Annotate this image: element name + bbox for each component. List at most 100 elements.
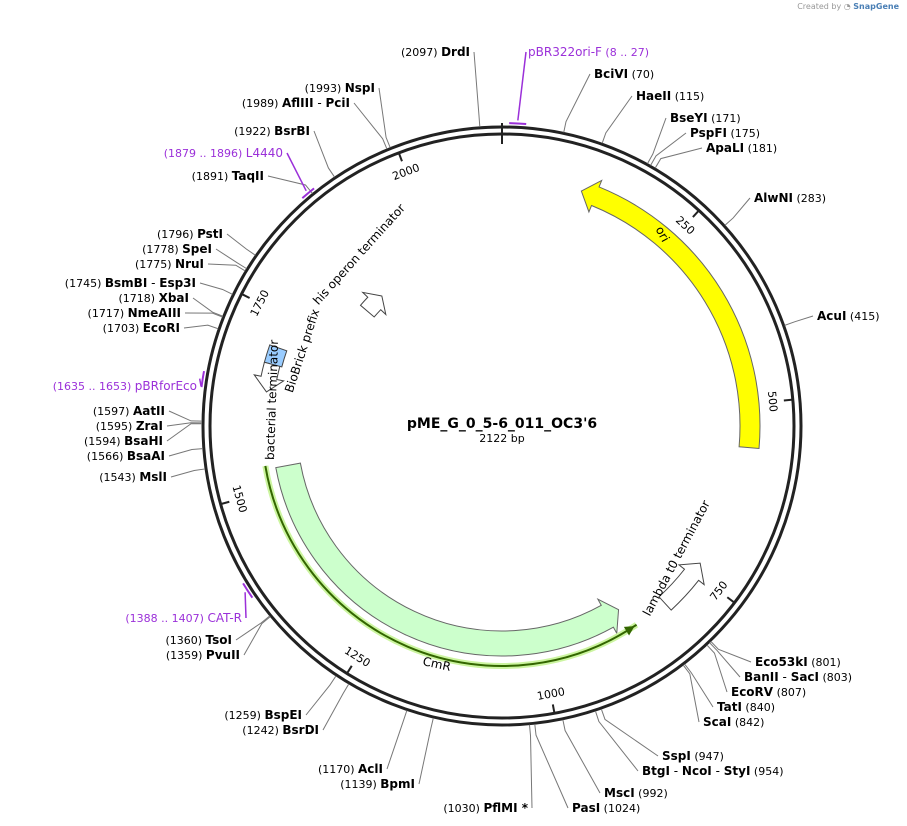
site-label: (1030) PflMI * <box>443 801 528 815</box>
site-leader <box>243 616 271 656</box>
site-position: (1259) <box>224 709 264 722</box>
site-position: (1242) <box>242 724 282 737</box>
site-name: TsoI <box>206 633 232 647</box>
site-name: Eco53kI <box>755 655 808 669</box>
site-position: (1030) <box>443 802 483 815</box>
site-name: PstI <box>197 227 223 241</box>
site-name: PasI <box>572 801 600 815</box>
site-leader <box>235 615 271 641</box>
site-name: TatI <box>717 700 742 714</box>
site-name: BspEI <box>264 708 302 722</box>
site-leader <box>562 719 601 794</box>
site-label: MscI (992) <box>604 786 668 800</box>
primer-label: (1635 .. 1653) pBRforEco <box>53 379 197 393</box>
primer-name: L4440 <box>246 146 283 160</box>
site-position: (803) <box>819 671 852 684</box>
feature-his-terminator <box>359 291 387 318</box>
feature-cmr <box>275 462 620 657</box>
site-name: BsmBI <box>105 276 147 290</box>
site-position: (992) <box>635 787 668 800</box>
plasmid-name: pME_G_0_5-6_011_OC3'6 <box>407 416 597 432</box>
ruler-tick <box>551 704 556 714</box>
site-position: (1775) <box>135 258 175 271</box>
site-name: BanII <box>744 670 779 684</box>
ruler-tick <box>726 596 736 604</box>
site-leader <box>166 423 203 442</box>
site-label: (1170) AclI <box>318 762 383 776</box>
site-position: (415) <box>846 310 879 323</box>
primer-mark <box>200 370 205 388</box>
site-position: (1543) <box>99 471 139 484</box>
site-label: (1703) EcoRI <box>103 321 180 335</box>
feature-bacterial-terminator <box>253 361 285 393</box>
site-position: (1595) <box>96 420 136 433</box>
site-name: BpmI <box>380 777 415 791</box>
site-position: (1170) <box>318 763 358 776</box>
site-label: (1796) PstI <box>157 227 223 241</box>
site-name: DrdI <box>441 45 470 59</box>
site-name: BtgI <box>642 764 670 778</box>
primer-range: (8 .. 27) <box>602 46 649 59</box>
site-position: (1360) <box>165 634 205 647</box>
site-leader <box>207 263 246 272</box>
site-name: PvuII <box>206 648 240 662</box>
site-separator: - <box>779 670 791 684</box>
feature-label-his-terminator: his operon terminator <box>310 201 408 307</box>
ruler-label: 750 <box>707 579 730 604</box>
site-position: (947) <box>691 750 724 763</box>
site-leader <box>594 710 639 772</box>
primer-range: (1635 .. 1653) <box>53 380 135 393</box>
site-label: (1993) NspI <box>305 81 375 95</box>
site-leader <box>650 132 687 166</box>
feature-biobrick-prefix <box>263 344 288 368</box>
site-name: ScaI <box>703 715 731 729</box>
site-name: MslI <box>139 470 167 484</box>
site-leader <box>563 73 591 133</box>
site-position: (115) <box>671 90 704 103</box>
site-position: (1778) <box>142 243 182 256</box>
site-name: BsaAI <box>127 449 165 463</box>
site-name: SpeI <box>182 242 212 256</box>
site-label: HaeII (115) <box>636 89 704 103</box>
site-position: (1139) <box>340 778 380 791</box>
site-name: NruI <box>175 257 204 271</box>
site-leader <box>682 664 700 723</box>
site-position: (1594) <box>84 435 124 448</box>
ruler-label: 1250 <box>342 644 373 670</box>
site-label: (1360) TsoI <box>165 633 232 647</box>
site-position: (1718) <box>119 292 159 305</box>
site-position: (1745) <box>65 277 105 290</box>
feature-label-bacterial-terminator: bacterial terminator <box>263 339 281 460</box>
feature-lambda-t0 <box>658 562 705 611</box>
site-position: (954) <box>750 765 783 778</box>
site-leader <box>724 197 751 226</box>
primer-name: CAT-R <box>207 611 242 625</box>
site-label: (1775) NruI <box>135 257 204 271</box>
primer-mark <box>301 187 315 199</box>
site-leader <box>322 683 350 731</box>
ruler-label: 500 <box>765 390 780 412</box>
site-position: (1993) <box>305 82 345 95</box>
site-leader <box>473 51 481 127</box>
site-leader <box>600 708 659 757</box>
site-leader <box>305 675 337 716</box>
site-name: NmeAIII <box>128 306 181 320</box>
site-name: PflMI * <box>483 801 528 815</box>
ruler-label: 1500 <box>229 484 249 514</box>
plasmid-length: 2122 bp <box>479 432 524 445</box>
site-label: (1595) ZraI <box>96 419 163 433</box>
primer-label: (1388 .. 1407) CAT-R <box>125 611 242 625</box>
site-position: (181) <box>744 142 777 155</box>
site-position: (1796) <box>157 228 197 241</box>
ruler-label: 1750 <box>248 288 272 319</box>
site-position: (1597) <box>93 405 133 418</box>
credit-brand: SnapGene <box>853 2 899 11</box>
site-label: SspI (947) <box>662 749 724 763</box>
site-leader <box>168 448 203 457</box>
site-name: TaqII <box>232 169 264 183</box>
primer-mark <box>509 122 527 125</box>
site-position: (1717) <box>88 307 128 320</box>
site-leader <box>184 312 223 318</box>
primer-leader <box>286 152 307 192</box>
